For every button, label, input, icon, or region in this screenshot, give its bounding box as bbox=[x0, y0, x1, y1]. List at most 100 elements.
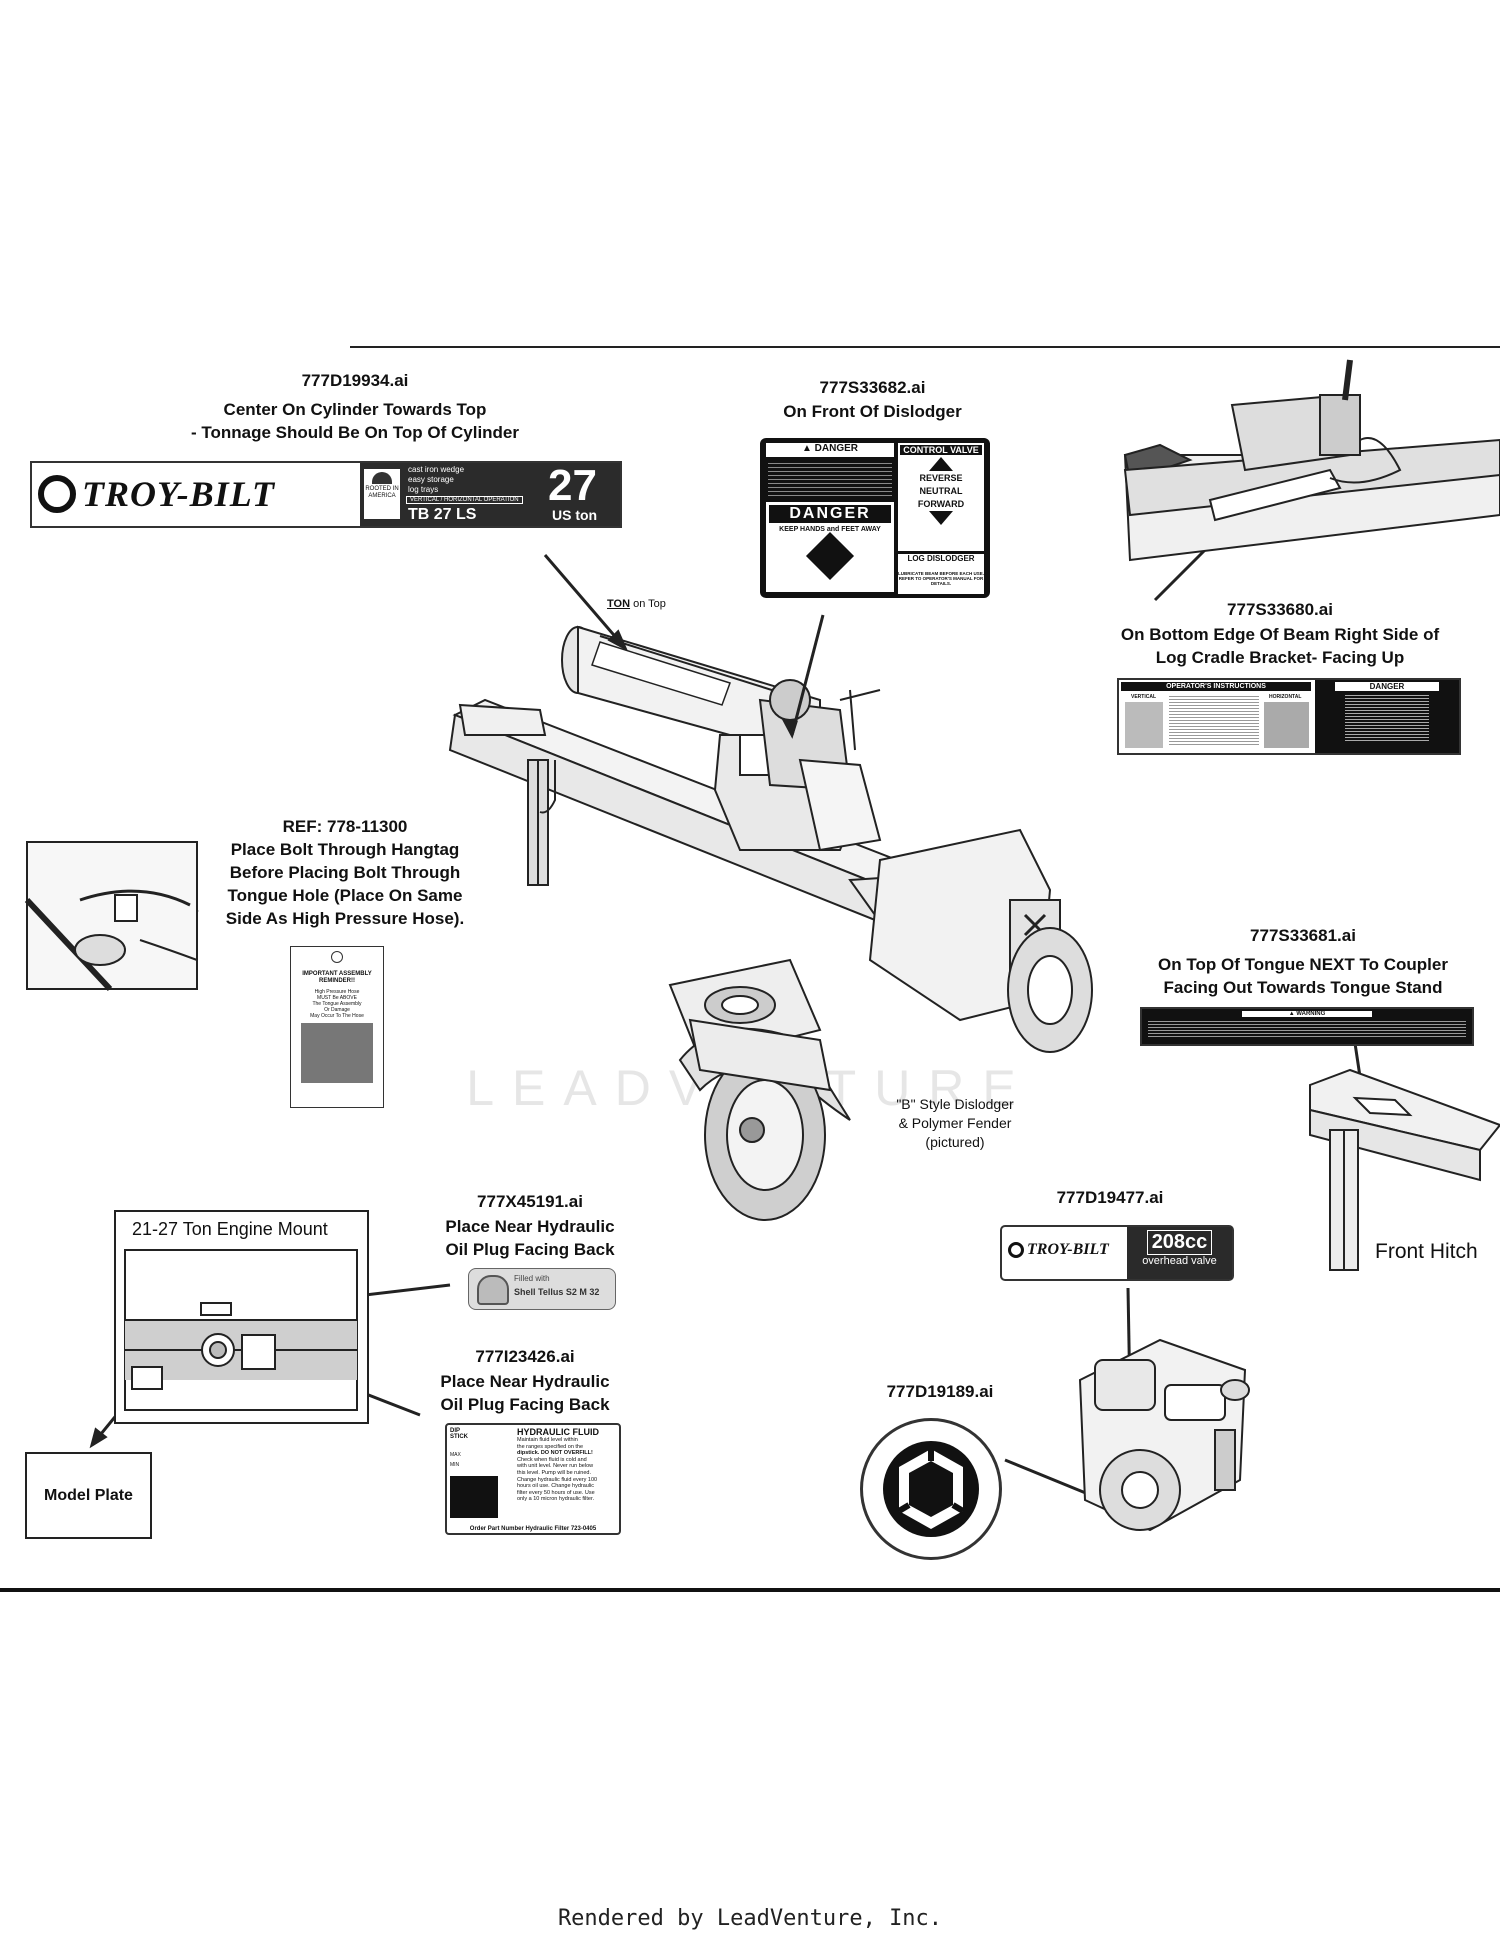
label-file: 777D19934.ai bbox=[301, 371, 409, 390]
model-text: TB 27 LS bbox=[408, 506, 477, 523]
hydraulic-body-line: this level. Pump will be ruined. bbox=[517, 1469, 591, 1476]
hydraulic-body-line: only a 10 micron hydraulic filter. bbox=[517, 1496, 595, 1503]
engine-mount-title: 21-27 Ton Engine Mount bbox=[132, 1219, 328, 1239]
splitter-horizontal-icon bbox=[1264, 702, 1309, 748]
feature-item: easy storage bbox=[408, 475, 454, 484]
ton-on-top-bold: TON bbox=[607, 598, 631, 610]
label-line: - Tonnage Should Be On Top Of Cylinder bbox=[190, 423, 520, 442]
danger-lines bbox=[1345, 693, 1429, 743]
shell-line2: Shell Tellus S2 M 32 bbox=[514, 1287, 600, 1297]
beam-inset-photo bbox=[1123, 359, 1500, 562]
danger-big: DANGER bbox=[769, 505, 891, 523]
label-line: On Front Of Dislodger bbox=[783, 402, 962, 421]
dipstick-min: MIN bbox=[450, 1462, 460, 1468]
label-line: Side As High Pressure Hose). bbox=[225, 909, 465, 928]
label-line: Place Bolt Through Hangtag bbox=[230, 840, 460, 859]
troybilt-logo-icon bbox=[38, 474, 76, 513]
decal-troybilt-27: TROY-BILT ROOTED IN AMERICA cast iron we… bbox=[30, 461, 622, 528]
lubricate-text: LUBRICATE BEAM BEFORE EACH USE. REFER TO… bbox=[898, 571, 984, 586]
label-777s33681: 777S33681.ai On Top Of Tongue NEXT To Co… bbox=[1128, 924, 1478, 999]
danger-title: DANGER bbox=[1335, 682, 1439, 691]
operators-horizontal: HORIZONTAL bbox=[1269, 694, 1302, 700]
control-valve-panel: CONTROL VALVE REVERSE NEUTRAL FORWARD bbox=[898, 443, 984, 551]
operators-title: OPERATOR'S INSTRUCTIONS bbox=[1121, 682, 1311, 691]
log-splitter-body bbox=[448, 625, 1093, 1221]
label-file: 777D19189.ai bbox=[886, 1382, 994, 1401]
operators-fineprint bbox=[1169, 694, 1259, 746]
hydraulic-body-line: with unit level. Never run below bbox=[517, 1463, 594, 1470]
label-line: Facing Out Towards Tongue Stand bbox=[1163, 978, 1443, 997]
bottom-rule bbox=[0, 1588, 1500, 1592]
hangtag-body-1: MUST Be ABOVE bbox=[317, 995, 357, 1001]
splitter-vertical-icon bbox=[1125, 702, 1163, 748]
tonnage-number: 27 bbox=[548, 461, 597, 510]
dipstick-graphic: DIP STICK MAX MIN bbox=[450, 1428, 498, 1518]
dislodger-note-line: (pictured) bbox=[925, 1134, 985, 1150]
hangtag-title: IMPORTANT ASSEMBLY REMINDER!! bbox=[302, 971, 372, 984]
dislodger-note-line: "B" Style Dislodger bbox=[896, 1096, 1014, 1112]
hydraulic-body-line: Maintain fluid level within bbox=[517, 1437, 578, 1443]
tonnage-unit: US ton bbox=[552, 507, 598, 523]
shell-line1: Filled with bbox=[514, 1274, 550, 1283]
operation-text: VERTICAL / HORIZONTAL OPERATION bbox=[406, 496, 523, 504]
engine-cc: 208cc bbox=[1147, 1230, 1212, 1255]
hydraulic-body-line: Change hydraulic fluid every 100 bbox=[517, 1476, 598, 1483]
hangtag-body-3: Or Damage bbox=[324, 1007, 350, 1013]
front-hitch-diagram bbox=[1309, 1068, 1500, 1271]
operators-vertical: VERTICAL bbox=[1131, 694, 1156, 700]
small-brand: TROY-BILT bbox=[1027, 1241, 1109, 1258]
ton-on-top-note: TON on Top bbox=[607, 598, 666, 610]
decal-shell: Filled with Shell Tellus S2 M 32 bbox=[468, 1268, 616, 1310]
reverse-text: REVERSE bbox=[919, 473, 963, 483]
model-plate-box: Model Plate bbox=[25, 1452, 152, 1539]
hangtag-body-2: The Tongue Assembly bbox=[312, 1001, 362, 1007]
label-line: Log Cradle Bracket- Facing Up bbox=[1155, 648, 1405, 667]
front-hitch-label: Front Hitch bbox=[1375, 1240, 1478, 1263]
hangtag-picture bbox=[301, 1023, 373, 1083]
label-line: Place Near Hydraulic bbox=[445, 1217, 615, 1236]
fluid-fill bbox=[450, 1476, 498, 1518]
label-line: Tongue Hole (Place On Same bbox=[227, 886, 463, 905]
dislodger-note: "B" Style Dislodger & Polymer Fender (pi… bbox=[880, 1095, 1030, 1152]
label-line: Oil Plug Facing Back bbox=[445, 1240, 615, 1259]
label-file: 777I23426.ai bbox=[475, 1347, 575, 1366]
label-line: Before Placing Bolt Through bbox=[229, 863, 461, 882]
small-troybilt-logo: TROY-BILT bbox=[1008, 1241, 1109, 1259]
made-in-america-badge: ROOTED IN AMERICA bbox=[364, 469, 400, 519]
decal-danger-control-valve: ▲ DANGER DANGER KEEP HANDS and FEET AWAY… bbox=[760, 438, 990, 598]
dipstick-label: DIP STICK bbox=[450, 1428, 468, 1440]
label-line: On Bottom Edge Of Beam Right Side of bbox=[1120, 625, 1440, 644]
danger-black-panel: DANGER bbox=[1315, 680, 1459, 753]
decal-hangtag: IMPORTANT ASSEMBLY REMINDER!! High Press… bbox=[290, 946, 384, 1108]
troybilt-emblem-icon bbox=[883, 1441, 979, 1537]
hangtag-body-4: May Occur To The Hose bbox=[310, 1013, 364, 1019]
log-dislodger-panel: LOG DISLODGER LUBRICATE BEAM BEFORE EACH… bbox=[898, 554, 984, 594]
top-rule bbox=[350, 346, 1500, 348]
label-line: On Top Of Tongue NEXT To Coupler bbox=[1158, 955, 1448, 974]
hangtag-hole-icon bbox=[331, 951, 343, 963]
troybilt-dark-panel: ROOTED IN AMERICA cast iron wedge easy s… bbox=[360, 461, 620, 526]
danger-header: ▲ DANGER bbox=[766, 443, 894, 457]
danger-fineprint bbox=[768, 460, 892, 498]
engine-illustration bbox=[1078, 1338, 1250, 1532]
forward-text: FORWARD bbox=[917, 499, 965, 509]
hydraulic-body-line: dipstick. DO NOT OVERFILL! bbox=[517, 1450, 593, 1457]
feature-list: cast iron wedge easy storage log trays bbox=[408, 465, 464, 495]
dipstick-max: MAX bbox=[450, 1452, 461, 1458]
neutral-text: NEUTRAL bbox=[919, 486, 963, 496]
engine-dark-panel: 208cc overhead valve bbox=[1127, 1227, 1232, 1279]
label-line: Place Near Hydraulic bbox=[440, 1372, 610, 1391]
label-777s33682: 777S33682.ai On Front Of Dislodger bbox=[755, 376, 990, 423]
hydraulic-body: Maintain fluid level within the ranges s… bbox=[517, 1437, 617, 1503]
label-777d19477: 777D19477.ai bbox=[1030, 1186, 1190, 1209]
label-file: 777X45191.ai bbox=[477, 1192, 583, 1211]
footer-credit: Rendered by LeadVenture, Inc. bbox=[557, 1906, 943, 1931]
engine-mount-diagram bbox=[114, 1210, 369, 1424]
control-valve-title: CONTROL VALVE bbox=[900, 445, 982, 455]
decal-logo-circle bbox=[860, 1418, 1002, 1560]
model-plate-label: Model Plate bbox=[44, 1486, 133, 1504]
label-line: Oil Plug Facing Back bbox=[440, 1395, 610, 1414]
hydraulic-body-line: Check when fluid is cold and bbox=[517, 1456, 587, 1463]
label-file: 777D19477.ai bbox=[1056, 1188, 1164, 1207]
